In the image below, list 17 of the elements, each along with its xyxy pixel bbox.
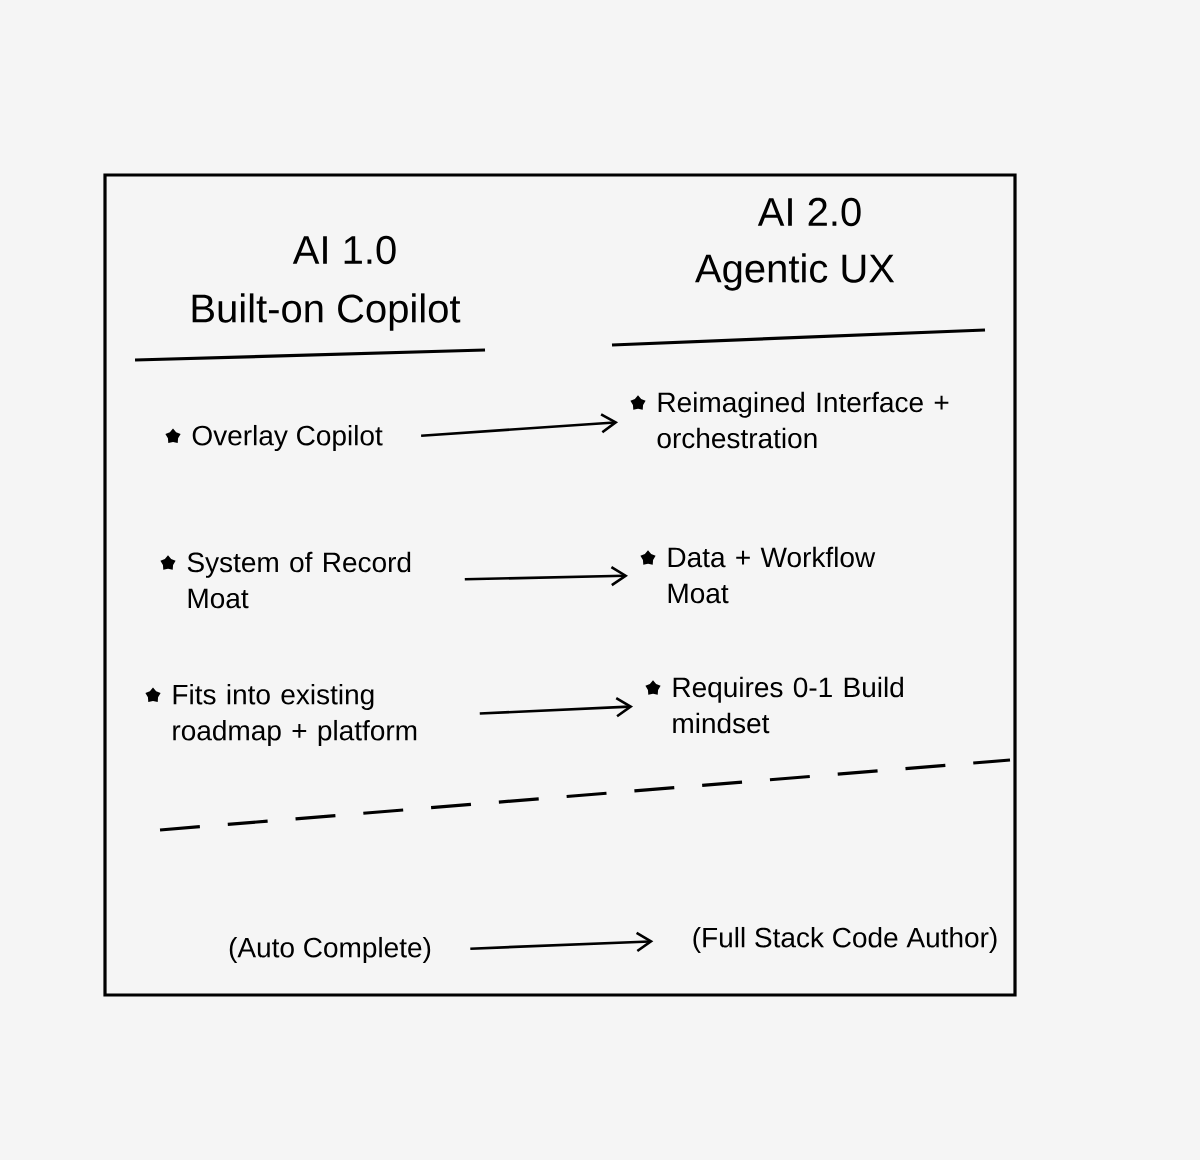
item-text: Reimagined Interface + orchestration (657, 391, 949, 449)
column-heading: AI 1.0 (292, 235, 396, 265)
item-text: (Full Stack Code Author) (693, 926, 997, 954)
item-text: Requires 0-1 Build mindset (673, 676, 903, 734)
arrow (479, 697, 634, 718)
item-text: Fits into existing roadmap + platform (173, 683, 417, 747)
arrow (470, 931, 654, 952)
arrow (464, 565, 628, 587)
column-heading: Agentic UX (695, 253, 895, 291)
item-text: Data + Workflow Moat (668, 546, 876, 604)
column-heading: AI 2.0 (757, 197, 861, 227)
item-text: System of Record Moat (187, 551, 411, 609)
arrow (421, 413, 619, 438)
item-text: Overlay Copilot (192, 424, 383, 452)
column-heading: Built-on Copilot (192, 293, 461, 331)
frame-box (103, 173, 1017, 997)
item-text: (Auto Complete) (229, 936, 431, 964)
